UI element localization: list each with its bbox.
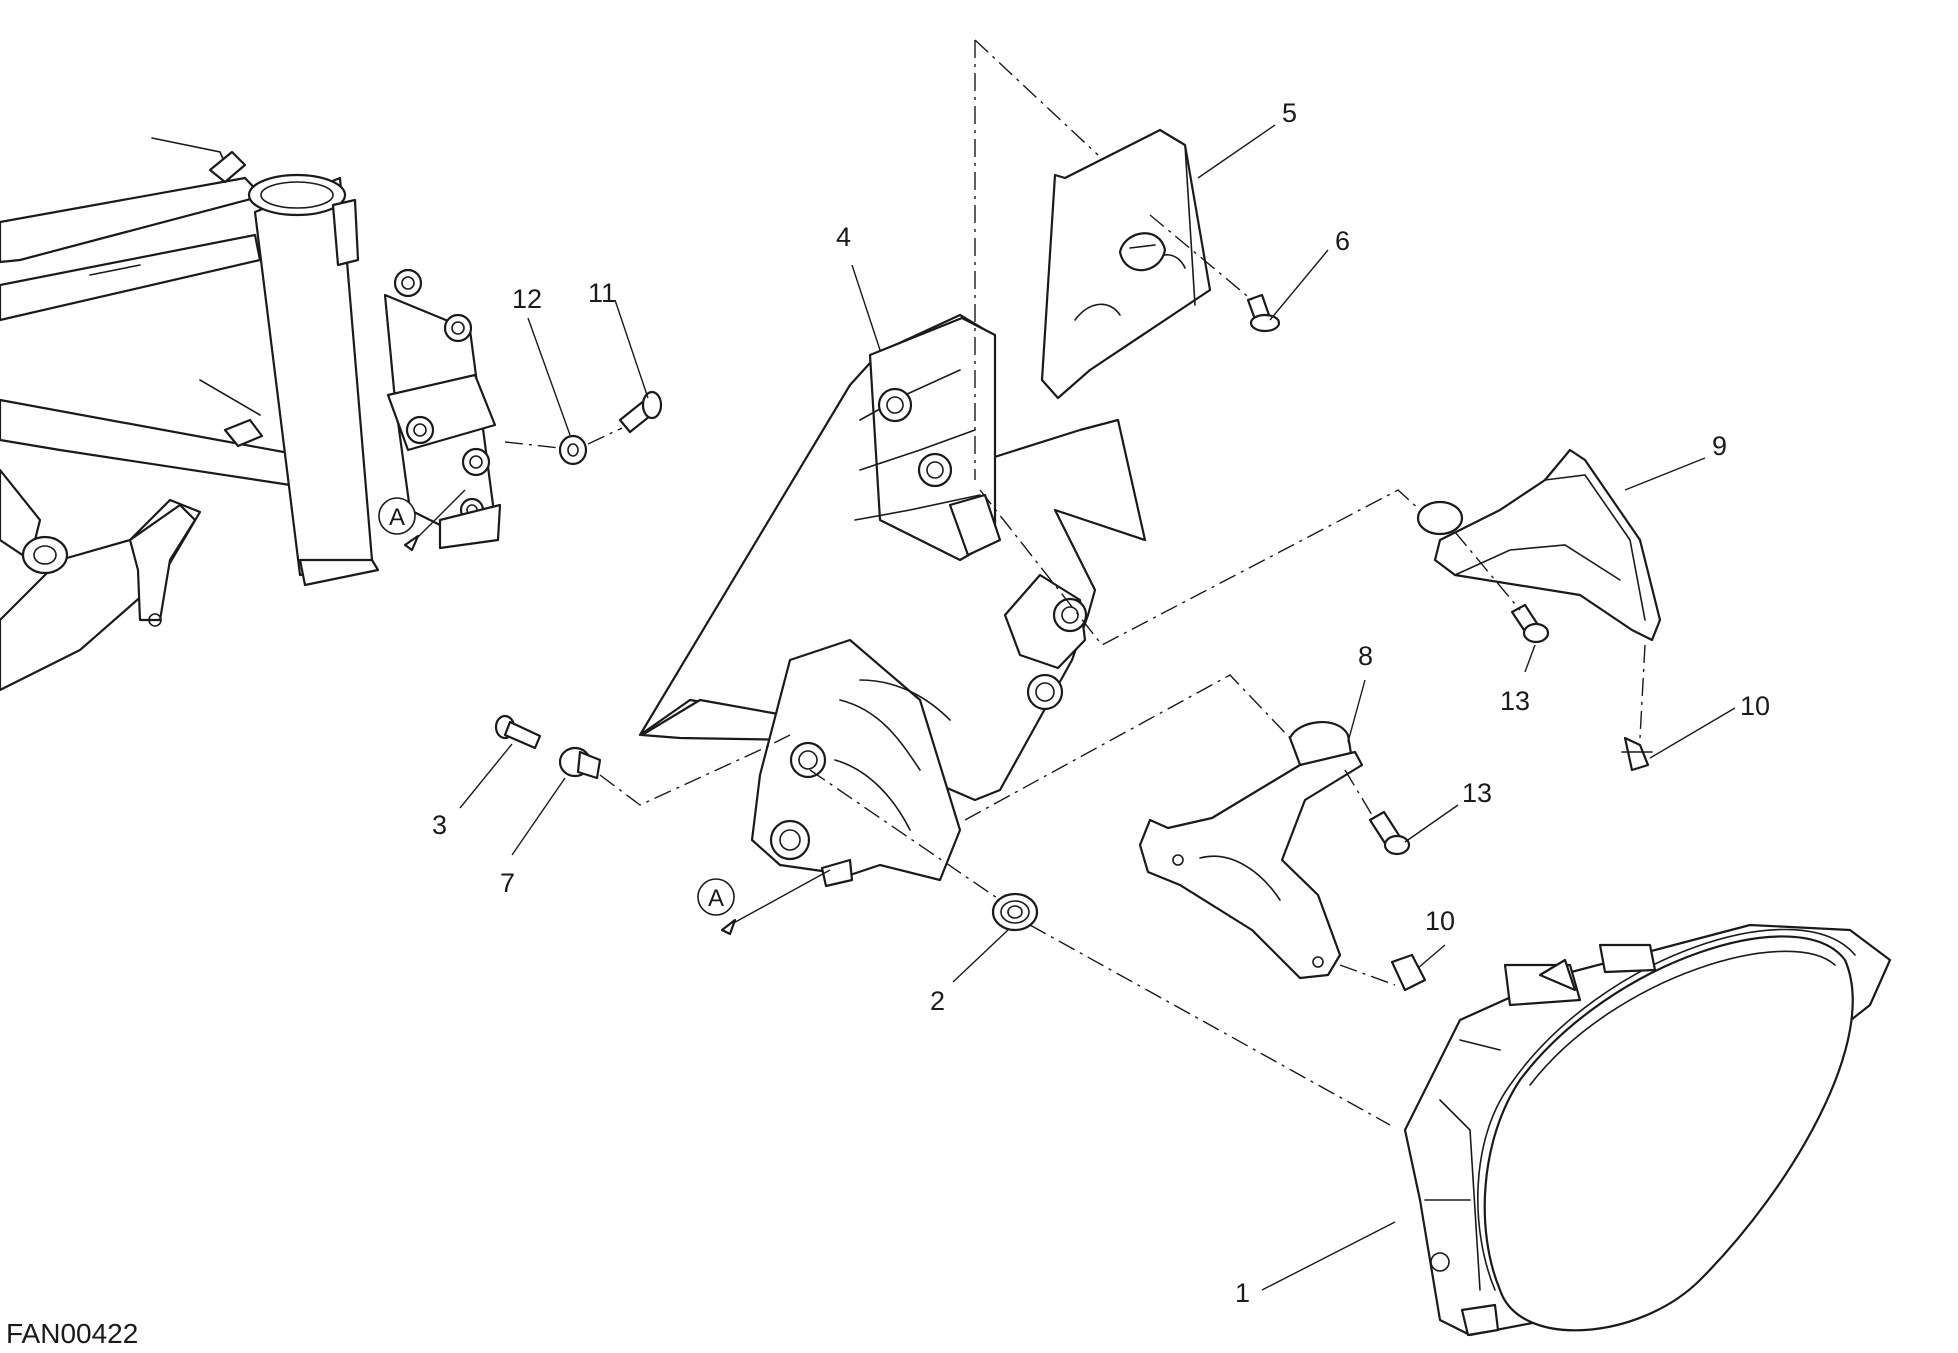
screw-3 <box>494 714 542 750</box>
frame-assembly: A <box>0 137 502 692</box>
callout-7: 7 <box>500 868 515 898</box>
callout-2: 2 <box>930 986 945 1016</box>
reference-marker-a-frame <box>378 497 416 535</box>
callout-1: 1 <box>1235 1278 1250 1308</box>
mounting-bracket-8 <box>1138 721 1364 980</box>
cover-panel <box>1040 128 1212 400</box>
drawing-code: FAN00422 <box>6 1318 139 1349</box>
callout-9: 9 <box>1712 431 1727 461</box>
clip-10-lower <box>1390 953 1427 992</box>
reference-marker-a-frame-label: A <box>389 504 405 531</box>
callout-13-lower: 13 <box>1462 778 1492 808</box>
callouts: 1 2 3 4 5 6 7 8 9 10 10 11 12 13 13 <box>432 98 1770 1308</box>
bush-7 <box>558 746 602 780</box>
callout-4: 4 <box>836 222 851 252</box>
screw-13-lower <box>1368 810 1411 856</box>
headlight-assembly <box>1403 923 1892 1337</box>
clip-10-upper <box>1621 736 1653 772</box>
screw-13-upper <box>1510 603 1550 644</box>
callout-10-lower: 10 <box>1425 906 1455 936</box>
callout-12: 12 <box>512 284 542 314</box>
callout-13-upper: 13 <box>1500 686 1530 716</box>
callout-10-upper: 10 <box>1740 691 1770 721</box>
callout-11: 11 <box>588 278 616 308</box>
callout-8: 8 <box>1358 641 1373 671</box>
screw-6 <box>1246 293 1281 333</box>
callout-3: 3 <box>432 810 447 840</box>
headlight-support-bracket: A <box>638 313 1147 936</box>
side-cover-9 <box>1416 448 1662 642</box>
washer-12 <box>558 434 588 466</box>
reference-marker-a-bracket <box>697 878 735 916</box>
reference-marker-a-bracket-label: A <box>708 885 724 912</box>
assembly-lines <box>504 39 1646 1126</box>
screw-11 <box>618 390 663 434</box>
callout-5: 5 <box>1282 98 1297 128</box>
callout-6: 6 <box>1335 226 1350 256</box>
grommet-2 <box>991 892 1039 932</box>
